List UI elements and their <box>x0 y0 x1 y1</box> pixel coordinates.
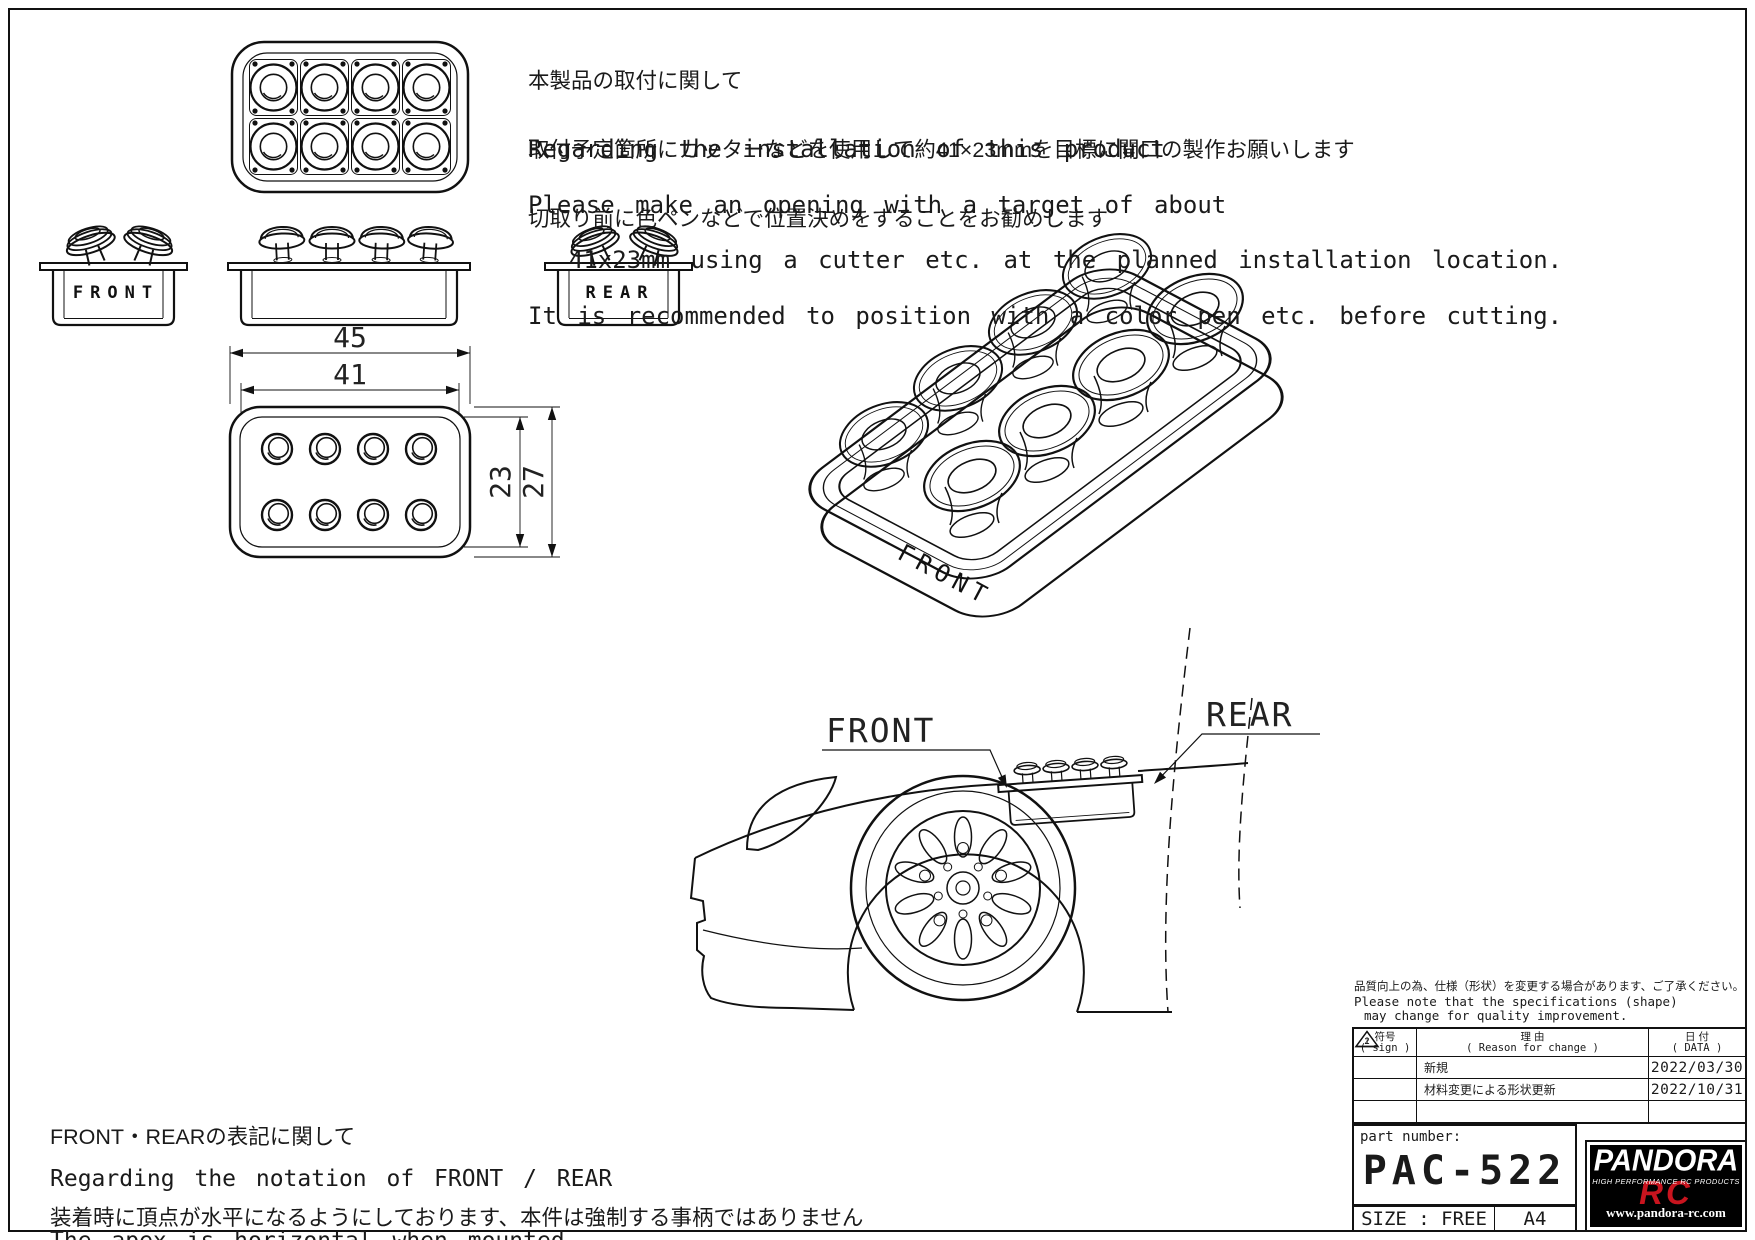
rear-view-label: REAR <box>586 283 655 303</box>
revision-table: 符号 ( sign ) 理 由 ( Reason for change ) 日 … <box>1352 1027 1747 1124</box>
dim-outer-height: 27 <box>517 465 550 499</box>
rev-col-date: 日 付 ( DATA ) <box>1648 1029 1745 1056</box>
part-number-label: part number: <box>1360 1129 1462 1145</box>
rev-row-2-sign: 2 <box>1354 1030 1416 1100</box>
dimension-view: 45 41 23 27 <box>228 321 560 559</box>
logo-brand: PANDORA <box>1593 1145 1739 1178</box>
car-front-label: FRONT <box>826 711 935 750</box>
iso-front-label: FRONT <box>893 539 996 612</box>
logo-box: PANDORA HIGH PERFORMANCE RC PRODUCTS RC … <box>1585 1140 1747 1232</box>
paper-size: A4 <box>1523 1207 1547 1230</box>
revision-triangle-icon: 2 <box>1354 1030 1380 1048</box>
rev-row-3-sign <box>1354 1100 1416 1122</box>
logo-rc: RC <box>1639 1174 1693 1211</box>
car-drawing: FRONT REAR <box>689 627 1320 1013</box>
rev-col-reason: 理 由 ( Reason for change ) <box>1416 1029 1648 1056</box>
quality-note: 品質向上の為、仕様（形状）を変更する場合があります、ご了承ください。 Pleas… <box>1354 981 1745 1023</box>
wheel <box>849 774 1077 1002</box>
size-label: SIZE : FREE <box>1354 1207 1495 1230</box>
mounted-part <box>997 755 1144 826</box>
dim-outer-width: 45 <box>333 321 367 354</box>
rev-row-2-reason: 材料変更による形状更新 <box>1416 1078 1648 1100</box>
svg-text:1: 1 <box>1364 1036 1369 1046</box>
svg-text:2: 2 <box>1364 1036 1369 1046</box>
front-view-label: FRONT <box>73 283 159 303</box>
dim-inner-height: 23 <box>484 465 517 499</box>
top-view <box>230 40 470 194</box>
pandora-logo: PANDORA HIGH PERFORMANCE RC PRODUCTS RC … <box>1590 1145 1742 1227</box>
logo-url: www.pandora-rc.com <box>1606 1205 1726 1220</box>
side-view-rear: REAR <box>544 219 693 327</box>
top-note-english: Regarding the installation of this produ… <box>528 135 1563 330</box>
dim-inner-width: 41 <box>333 358 367 391</box>
side-view-long <box>227 224 471 327</box>
part-number: PAC-522 <box>1362 1148 1567 1194</box>
bottom-note-japanese: FRONT・REARの表記に関して 装着時に頂点が水平になるようにしております、… <box>50 1125 864 1230</box>
rev-row-2-date: 2022/10/31 <box>1648 1078 1745 1100</box>
rev-row-1-date: 2022/03/30 <box>1648 1056 1745 1078</box>
rev-col-sign: 符号 ( sign ) <box>1359 1030 1411 1054</box>
rev-row-3-reason <box>1416 1100 1648 1122</box>
car-rear-label: REAR <box>1206 695 1293 734</box>
rev-row-3-date <box>1648 1100 1745 1122</box>
logo-tagline: HIGH PERFORMANCE RC PRODUCTS <box>1592 1177 1740 1186</box>
top-note-japanese: 本製品の取付に関して 取付予定箇所にカッターなどを使用して約41×23mmを目標… <box>528 69 1355 231</box>
sheet-border <box>8 8 1747 1232</box>
rev-row-1-reason: 新規 <box>1416 1056 1648 1078</box>
size-row: SIZE : FREE A4 <box>1352 1206 1577 1232</box>
side-view-front: FRONT <box>39 220 188 327</box>
rev-row-1-sign: 1 <box>1354 1030 1416 1078</box>
part-number-block: part number: PAC-522 <box>1352 1124 1577 1206</box>
bottom-note-english: Regarding the notation of FRONT / REAR T… <box>50 1166 613 1240</box>
